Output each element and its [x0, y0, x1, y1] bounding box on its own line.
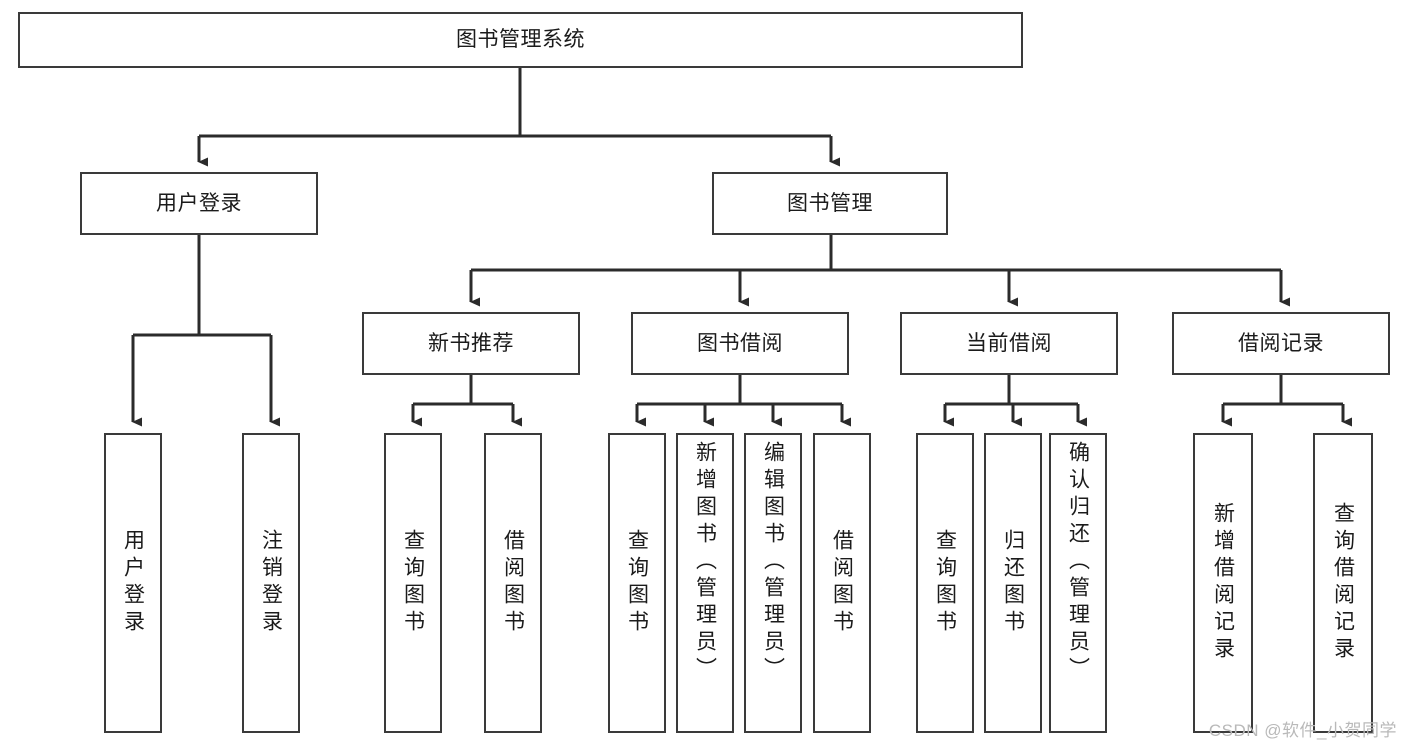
- node-label: 查询图书: [933, 529, 957, 637]
- node-book-borrow[interactable]: 图书借阅: [631, 312, 849, 375]
- node-current-borrow[interactable]: 当前借阅: [900, 312, 1118, 375]
- node-label: 归还图书: [1001, 529, 1025, 637]
- leaf-borrow-add-book[interactable]: 新增图书（管理员）: [676, 433, 734, 733]
- leaf-recommend-borrow-book[interactable]: 借阅图书: [484, 433, 542, 733]
- leaf-current-confirm-return[interactable]: 确认归还（管理员）: [1049, 433, 1107, 733]
- node-label: 新增图书（管理员）: [693, 441, 717, 684]
- node-label: 编辑图书（管理员）: [761, 441, 785, 684]
- leaf-records-add-record[interactable]: 新增借阅记录: [1193, 433, 1253, 733]
- node-label: 注销登录: [259, 529, 283, 637]
- node-label: 确认归还（管理员）: [1066, 441, 1090, 684]
- node-book-management[interactable]: 图书管理: [712, 172, 948, 235]
- node-label: 当前借阅: [966, 331, 1052, 355]
- node-label: 用户登录: [121, 529, 145, 637]
- leaf-current-return-book[interactable]: 归还图书: [984, 433, 1042, 733]
- leaf-records-query-record[interactable]: 查询借阅记录: [1313, 433, 1373, 733]
- node-root-system[interactable]: 图书管理系统: [18, 12, 1023, 68]
- node-label: 新书推荐: [428, 331, 514, 355]
- leaf-user-login[interactable]: 用户登录: [104, 433, 162, 733]
- node-borrow-records[interactable]: 借阅记录: [1172, 312, 1390, 375]
- leaf-borrow-query-book[interactable]: 查询图书: [608, 433, 666, 733]
- leaf-user-logout[interactable]: 注销登录: [242, 433, 300, 733]
- node-label: 图书管理系统: [456, 28, 585, 52]
- watermark: CSDN @软件_小贺同学: [1208, 721, 1397, 740]
- node-label: 借阅图书: [501, 529, 525, 637]
- node-label: 查询图书: [625, 529, 649, 637]
- leaf-borrow-edit-book[interactable]: 编辑图书（管理员）: [744, 433, 802, 733]
- node-label: 借阅记录: [1238, 331, 1324, 355]
- node-label: 借阅图书: [830, 529, 854, 637]
- node-user-login[interactable]: 用户登录: [80, 172, 318, 235]
- node-label: 图书借阅: [697, 331, 783, 355]
- leaf-borrow-borrow-book[interactable]: 借阅图书: [813, 433, 871, 733]
- node-label: 用户登录: [156, 191, 242, 215]
- node-label: 查询借阅记录: [1331, 502, 1355, 664]
- node-label: 图书管理: [787, 191, 873, 215]
- node-new-book-recommend[interactable]: 新书推荐: [362, 312, 580, 375]
- node-label: 查询图书: [401, 529, 425, 637]
- node-label: 新增借阅记录: [1211, 502, 1235, 664]
- leaf-recommend-query-book[interactable]: 查询图书: [384, 433, 442, 733]
- leaf-current-query-book[interactable]: 查询图书: [916, 433, 974, 733]
